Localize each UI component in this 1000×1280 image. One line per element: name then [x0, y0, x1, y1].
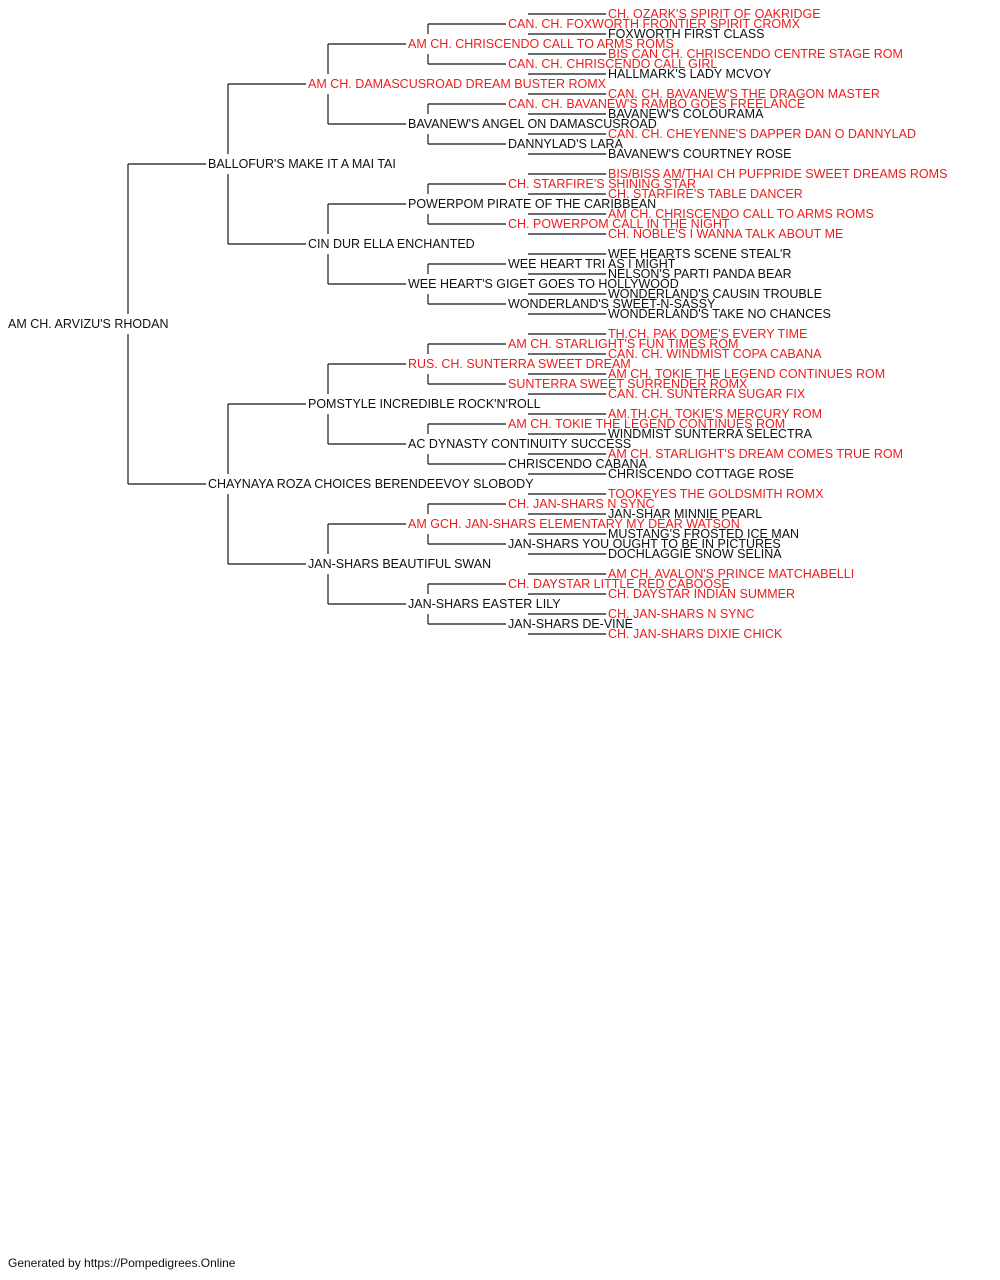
dog-name: CH. DAYSTAR LITTLE RED CABOOSE: [508, 577, 730, 591]
dog-name: RUS. CH. SUNTERRA SWEET DREAM: [408, 357, 631, 371]
dog-name: POMSTYLE INCREDIBLE ROCK'N'ROLL: [308, 397, 541, 411]
dog-name: CAN. CH. WINDMIST COPA CABANA: [608, 347, 822, 361]
dog-name: BAVANEW'S COURTNEY ROSE: [608, 147, 791, 161]
dog-name: NELSON'S PARTI PANDA BEAR: [608, 267, 792, 281]
dog-name: CH. JAN-SHARS N SYNC: [508, 497, 655, 511]
dog-name: FOXWORTH FIRST CLASS: [608, 27, 765, 41]
dog-name: CH. JAN-SHARS N SYNC: [608, 607, 755, 621]
dog-name: JAN-SHAR MINNIE PEARL: [608, 507, 762, 521]
dog-name: JAN-SHARS EASTER LILY: [408, 597, 561, 611]
dog-name: JAN-SHARS DE-VINE: [508, 617, 633, 631]
dog-name: AM CH. CHRISCENDO CALL TO ARMS ROMS: [408, 37, 674, 51]
dog-name: CAN. CH. BAVANEW'S THE DRAGON MASTER: [608, 87, 880, 101]
dog-name: POWERPOM PIRATE OF THE CARIBBEAN: [408, 197, 656, 211]
dog-name: CH. STARFIRE'S TABLE DANCER: [608, 187, 803, 201]
dog-name: BAVANEW'S COLOURAMA: [608, 107, 764, 121]
dog-name: CAN. CH. CHEYENNE'S DAPPER DAN O DANNYLA…: [608, 127, 916, 141]
dog-name: AM CH. CHRISCENDO CALL TO ARMS ROMS: [608, 207, 874, 221]
dog-name: WINDMIST SUNTERRA SELECTRA: [608, 427, 813, 441]
dog-name: MUSTANG'S FROSTED ICE MAN: [608, 527, 799, 541]
dog-name: DANNYLAD'S LARA: [508, 137, 624, 151]
dog-name: CAN. CH. FOXWORTH FRONTIER SPIRIT CROMX: [508, 17, 801, 31]
dog-name: CAN. CH. SUNTERRA SUGAR FIX: [608, 387, 806, 401]
dog-name: WONDERLAND'S TAKE NO CHANCES: [608, 307, 831, 321]
dog-name: SUNTERRA SWEET SURRENDER ROMX: [508, 377, 748, 391]
dog-name: CHRISCENDO CABANA: [508, 457, 648, 471]
dog-name: AM CH. TOKIE THE LEGEND CONTINUES ROM: [608, 367, 885, 381]
dog-name: WEE HEART'S GIGET GOES TO HOLLYWOOD: [408, 277, 679, 291]
dog-name: AM CH. ARVIZU'S RHODAN: [8, 317, 169, 331]
dog-name: AC DYNASTY CONTINUITY SUCCESS: [408, 437, 631, 451]
dog-name: BIS CAN CH. CHRISCENDO CENTRE STAGE ROM: [608, 47, 903, 61]
dog-name: AM CH. STARLIGHT'S FUN TIMES ROM: [508, 337, 738, 351]
dog-name: BAVANEW'S ANGEL ON DAMASCUSROAD: [408, 117, 657, 131]
dog-name: CAN. CH. BAVANEW'S RAMBO GOES FREELANCE: [508, 97, 805, 111]
dog-name: CHRISCENDO COTTAGE ROSE: [608, 467, 794, 481]
dog-name: DOCHLAGGIE SNOW SELINA: [608, 547, 782, 561]
dog-name: CAN. CH. CHRISCENDO CALL GIRL: [508, 57, 717, 71]
footer-credit: Generated by https://Pompedigrees.Online: [8, 1256, 236, 1270]
dog-name: WONDERLAND'S CAUSIN TROUBLE: [608, 287, 822, 301]
dog-name: WEE HEART TRI AS I MIGHT: [508, 257, 676, 271]
dog-name: TOOKEYES THE GOLDSMITH ROMX: [608, 487, 824, 501]
dog-name: CIN DUR ELLA ENCHANTED: [308, 237, 475, 251]
dog-name: HALLMARK'S LADY MCVOY: [608, 67, 772, 81]
dog-name: AM GCH. JAN-SHARS ELEMENTARY MY DEAR WAT…: [408, 517, 740, 531]
dog-name: WEE HEARTS SCENE STEAL'R: [608, 247, 791, 261]
dog-name: CHAYNAYA ROZA CHOICES BERENDEEVOY SLOBOD…: [208, 477, 534, 491]
dog-name: CH. DAYSTAR INDIAN SUMMER: [608, 587, 795, 601]
dog-name: AM CH. AVALON'S PRINCE MATCHABELLI: [608, 567, 854, 581]
dog-name: BALLOFUR'S MAKE IT A MAI TAI: [208, 157, 396, 171]
dog-name: AM.TH.CH. TOKIE'S MERCURY ROM: [608, 407, 822, 421]
dog-name: AM CH. STARLIGHT'S DREAM COMES TRUE ROM: [608, 447, 903, 461]
dog-name: JAN-SHARS YOU OUGHT TO BE IN PICTURES: [508, 537, 781, 551]
dog-name: BIS/BISS AM/THAI CH PUFPRIDE SWEET DREAM…: [608, 167, 947, 181]
dog-name: JAN-SHARS BEAUTIFUL SWAN: [308, 557, 491, 571]
dog-name: CH. JAN-SHARS DIXIE CHICK: [608, 627, 783, 641]
dog-name: CH. NOBLE'S I WANNA TALK ABOUT ME: [608, 227, 843, 241]
dog-name: CH. OZARK'S SPIRIT OF OAKRIDGE: [608, 7, 821, 21]
dog-name: WONDERLAND'S SWEET-N-SASSY: [508, 297, 716, 311]
dog-name: AM CH. TOKIE THE LEGEND CONTINUES ROM: [508, 417, 785, 431]
dog-name: CH. POWERPOM CALL IN THE NIGHT: [508, 217, 730, 231]
dog-name: TH.CH. PAK DOME'S EVERY TIME: [608, 327, 807, 341]
dog-name: CH. STARFIRE'S SHINING STAR: [508, 177, 696, 191]
dog-name: AM CH. DAMASCUSROAD DREAM BUSTER ROMX: [308, 77, 607, 91]
